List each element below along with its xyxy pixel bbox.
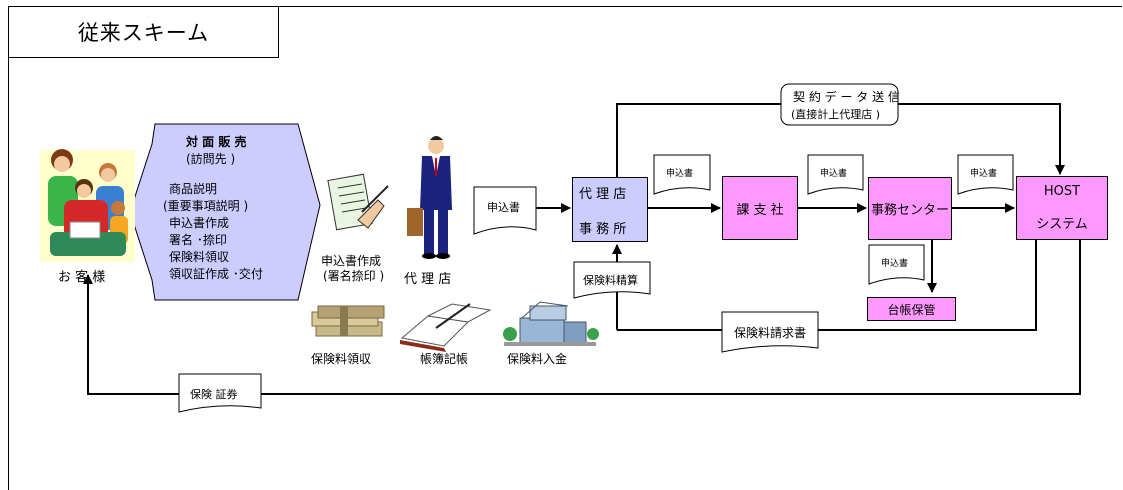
ledger-storage-box: 台帳保管 (867, 297, 956, 321)
ledger-storage-label: 台帳保管 (887, 302, 936, 317)
doc-premium-settlement-label: 保険料精算 (583, 274, 638, 287)
form-label-line2: (署名捺印 ) (323, 269, 385, 283)
form-label-line1: 申込書作成 (321, 254, 382, 268)
form-writing-illustration (327, 173, 389, 231)
doc-application-3 (957, 154, 1014, 195)
host-system-box: HOST システム (1016, 176, 1108, 240)
line-policy (83, 240, 1081, 395)
sales-item: 保険料領収 (169, 250, 230, 264)
doc-application-4 (868, 244, 925, 285)
doc-application-1 (653, 154, 711, 195)
doc-application-left-label: 申込書 (487, 201, 520, 214)
branch-label: 課 支 社 (736, 202, 784, 218)
doc-policy-label: 保険 証券 (190, 388, 238, 401)
sales-subheading: (訪問先 ) (186, 152, 236, 166)
doc-premium-settlement (573, 261, 651, 299)
diagram-frame (8, 6, 1122, 490)
doc-policy (178, 373, 262, 413)
sales-item: 署名 ･捺印 (169, 233, 227, 247)
branch-box: 課 支 社 (722, 176, 798, 240)
icon-label-bookkeeping: 帳簿記帳 (420, 352, 469, 366)
doc-application-4-label: 申込書 (881, 259, 909, 269)
money-stack-illustration (311, 305, 385, 337)
sales-item: 申込書作成 (169, 216, 230, 230)
host-line2: システム (1036, 217, 1088, 232)
agent-person-label: 代 理 店 (404, 272, 452, 287)
contract-send-line1: 契 約 デ ー タ 送 信 (793, 90, 900, 104)
bank-building-illustration (503, 301, 599, 346)
line-invoice (617, 240, 1037, 331)
sales-item: 領収証作成 ･交付 (169, 267, 263, 281)
customer-family-illustration (40, 149, 135, 262)
contract-send-line2: (直接計上代理店 ) (791, 108, 881, 121)
doc-application-left (473, 186, 537, 235)
icon-label-premium-deposit: 保険料入金 (507, 352, 568, 366)
doc-application-2-label: 申込書 (820, 169, 848, 179)
office-center-box: 事務センター (868, 177, 952, 240)
doc-premium-invoice-label: 保険料請求書 (734, 326, 807, 340)
ledger-book-illustration (400, 303, 492, 352)
icon-label-premium-receipt: 保険料領収 (311, 352, 372, 366)
doc-application-2 (807, 154, 864, 195)
page-title: 従来スキーム (8, 6, 279, 58)
office-center-label: 事務センター (870, 203, 949, 218)
agency-office-line1: 代 理 店 (579, 186, 627, 202)
customer-label: お 客 様 (58, 270, 106, 285)
contract-send-callout (780, 83, 899, 126)
sales-heading: 対 面 販 売 (186, 135, 247, 149)
agent-person-illustration (407, 136, 452, 259)
agency-office-box: 代 理 店 事 務 所 (572, 177, 648, 242)
sales-item: 商品説明 (169, 182, 218, 196)
agency-office-line2: 事 務 所 (579, 221, 627, 237)
sales-item: (重要事項説明 ) (163, 199, 249, 213)
face-to-face-sales-shape (129, 123, 321, 301)
doc-premium-invoice (721, 311, 819, 353)
doc-application-3-label: 申込書 (970, 169, 998, 179)
doc-application-1-label: 申込書 (666, 169, 694, 179)
host-line1: HOST (1043, 184, 1081, 199)
